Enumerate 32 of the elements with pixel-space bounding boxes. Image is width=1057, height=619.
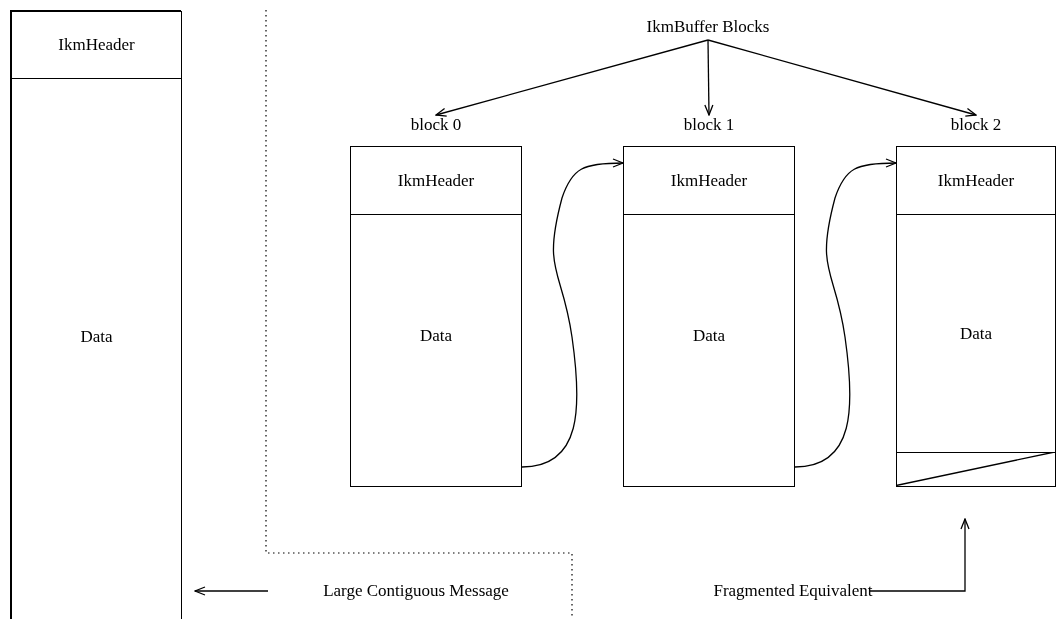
- data-cell: [623, 214, 795, 487]
- header-cell: [623, 146, 795, 215]
- arrow: [869, 518, 970, 592]
- cell-text: IkmHeader: [58, 35, 135, 55]
- cell-text: IkmHeader: [397, 170, 475, 191]
- arrow: [435, 39, 709, 117]
- arrow: [707, 39, 977, 117]
- cell-text: Data: [692, 325, 726, 346]
- header-cell: [896, 146, 1056, 215]
- cell-text: Data: [419, 325, 453, 346]
- header-cell: [350, 146, 522, 215]
- cell-text: IkmHeader: [937, 170, 1015, 191]
- data-cell: [350, 214, 522, 487]
- buffer-block: [350, 115, 522, 487]
- buffer-block: [623, 115, 795, 487]
- arrow: [194, 586, 269, 596]
- cell-text: Data: [959, 323, 993, 344]
- cell-text: IkmHeader: [670, 170, 748, 191]
- block-label: block 1: [682, 115, 736, 136]
- message-label: Fragmented Equivalent: [713, 581, 873, 601]
- arrow: [521, 158, 624, 468]
- arrow: [704, 39, 714, 116]
- arrow: [794, 158, 897, 468]
- block-label: block 0: [409, 115, 463, 136]
- data-cell: [896, 214, 1056, 453]
- caption-text: IkmBuffer Blocks: [646, 17, 770, 37]
- cell-text: Data: [80, 327, 113, 347]
- buffer-block: [896, 115, 1056, 487]
- fragment-cell: [896, 452, 1056, 487]
- block-label: block 2: [949, 115, 1003, 136]
- message-label: Large Contiguous Message: [323, 581, 509, 601]
- header-cell: [11, 11, 182, 79]
